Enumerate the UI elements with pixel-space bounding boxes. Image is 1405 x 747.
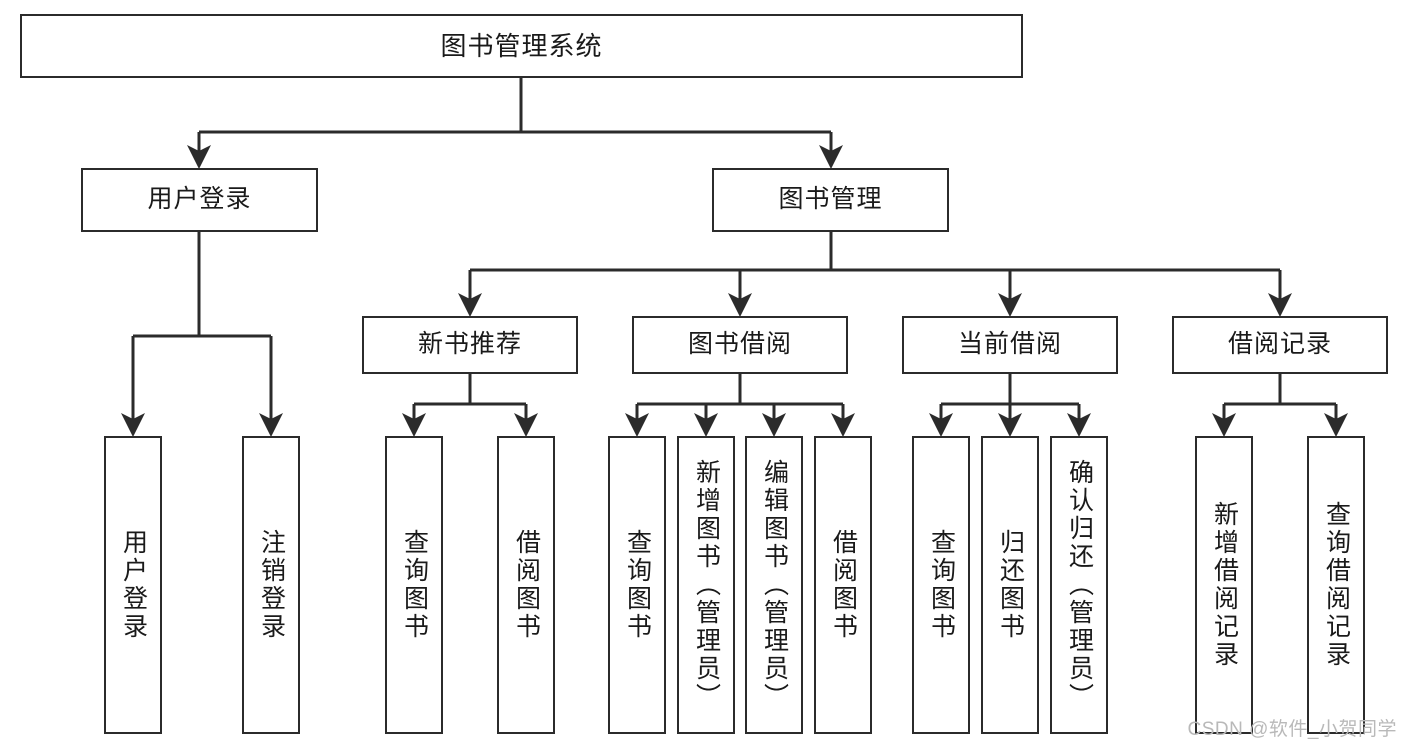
- node-new-book-recommend[interactable]: 新书推荐: [362, 316, 578, 374]
- node-label: 借阅图书: [512, 529, 541, 641]
- node-label: 确认归还（管理员）: [1065, 459, 1094, 711]
- node-label: 图书管理: [778, 185, 883, 214]
- node-label: 借阅图书: [829, 529, 858, 641]
- node-user-login[interactable]: 用户登录: [81, 168, 318, 232]
- node-label: 用户登录: [119, 529, 148, 641]
- node-label: 查询借阅记录: [1322, 501, 1351, 669]
- node-label: 查询图书: [400, 529, 429, 641]
- leaf-user-login-login[interactable]: 用户登录: [104, 436, 162, 734]
- node-root-system[interactable]: 图书管理系统: [20, 14, 1023, 78]
- node-book-management[interactable]: 图书管理: [712, 168, 949, 232]
- leaf-new-book-query-book[interactable]: 查询图书: [385, 436, 443, 734]
- leaf-book-borrow-edit-book-admin[interactable]: 编辑图书（管理员）: [745, 436, 803, 734]
- node-label: 借阅记录: [1227, 330, 1332, 359]
- leaf-borrow-record-query-record[interactable]: 查询借阅记录: [1307, 436, 1365, 734]
- leaf-book-borrow-add-book-admin[interactable]: 新增图书（管理员）: [677, 436, 735, 734]
- csdn-watermark: CSDN @软件_小贺同学: [1187, 719, 1397, 740]
- node-label: 当前借阅: [957, 330, 1062, 359]
- leaf-book-borrow-borrow-book[interactable]: 借阅图书: [814, 436, 872, 734]
- node-current-borrow[interactable]: 当前借阅: [902, 316, 1118, 374]
- leaf-current-borrow-return-book[interactable]: 归还图书: [981, 436, 1039, 734]
- node-book-borrow[interactable]: 图书借阅: [632, 316, 848, 374]
- node-label: 查询图书: [623, 529, 652, 641]
- node-label: 图书管理系统: [440, 30, 603, 61]
- node-label: 用户登录: [147, 185, 252, 214]
- node-label: 注销登录: [257, 529, 286, 641]
- node-label: 新书推荐: [417, 330, 522, 359]
- leaf-current-borrow-query-book[interactable]: 查询图书: [912, 436, 970, 734]
- node-label: 图书借阅: [687, 330, 792, 359]
- leaf-current-borrow-confirm-return-admin[interactable]: 确认归还（管理员）: [1050, 436, 1108, 734]
- node-label: 编辑图书（管理员）: [760, 459, 789, 711]
- node-borrow-record[interactable]: 借阅记录: [1172, 316, 1388, 374]
- leaf-new-book-borrow-book[interactable]: 借阅图书: [497, 436, 555, 734]
- node-label: 归还图书: [996, 529, 1025, 641]
- node-label: 新增图书（管理员）: [692, 459, 721, 711]
- leaf-user-login-logout[interactable]: 注销登录: [242, 436, 300, 734]
- node-label: 新增借阅记录: [1210, 501, 1239, 669]
- leaf-borrow-record-add-record[interactable]: 新增借阅记录: [1195, 436, 1253, 734]
- node-label: 查询图书: [927, 529, 956, 641]
- leaf-book-borrow-query-book[interactable]: 查询图书: [608, 436, 666, 734]
